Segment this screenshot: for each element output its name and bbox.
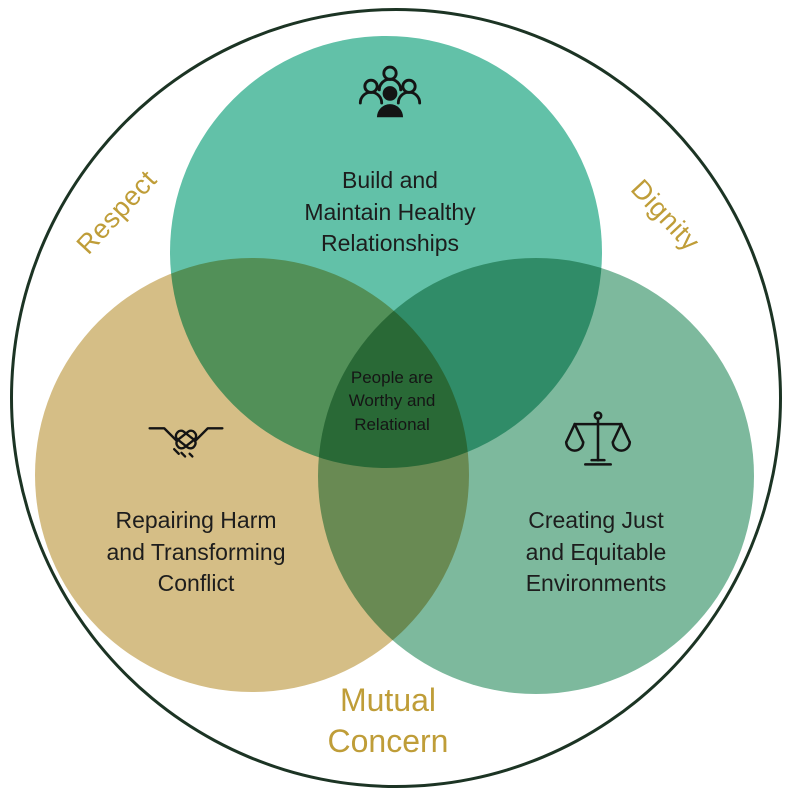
circle-label-relationships: Build and Maintain Healthy Relationships bbox=[250, 165, 530, 260]
circle-label-environments: Creating Just and Equitable Environments bbox=[446, 505, 746, 600]
center-label-line: People are bbox=[350, 368, 434, 387]
label-mutual-concern-line: Concern bbox=[327, 722, 449, 759]
circle-label-line: Creating Just bbox=[528, 507, 664, 533]
center-overlap-label: People are Worthy and Relational bbox=[302, 366, 482, 436]
center-label-line: Relational bbox=[354, 414, 430, 434]
circle-environments bbox=[318, 258, 754, 694]
circle-label-line: Repairing Harm bbox=[115, 507, 277, 533]
circle-label-line: Conflict bbox=[157, 570, 235, 597]
label-mutual-concern-line: Mutual bbox=[339, 682, 437, 718]
scales-icon bbox=[562, 408, 634, 477]
circle-label-line: Maintain Healthy bbox=[304, 198, 476, 225]
label-mutual-concern: Mutual Concern bbox=[288, 680, 488, 762]
people-group-icon bbox=[352, 64, 428, 135]
circle-label-line: and Equitable bbox=[525, 538, 667, 565]
handshake-icon bbox=[146, 412, 226, 475]
circle-label-harm: Repairing Harm and Transforming Conflict bbox=[46, 505, 346, 600]
outer-circle bbox=[10, 8, 782, 788]
circle-label-line: and Transforming bbox=[106, 538, 286, 565]
circle-label-line: Relationships bbox=[320, 230, 460, 257]
center-label-line: Worthy and bbox=[348, 391, 436, 411]
circle-label-line: Environments bbox=[525, 570, 667, 597]
circle-label-line: Build and bbox=[342, 167, 438, 193]
